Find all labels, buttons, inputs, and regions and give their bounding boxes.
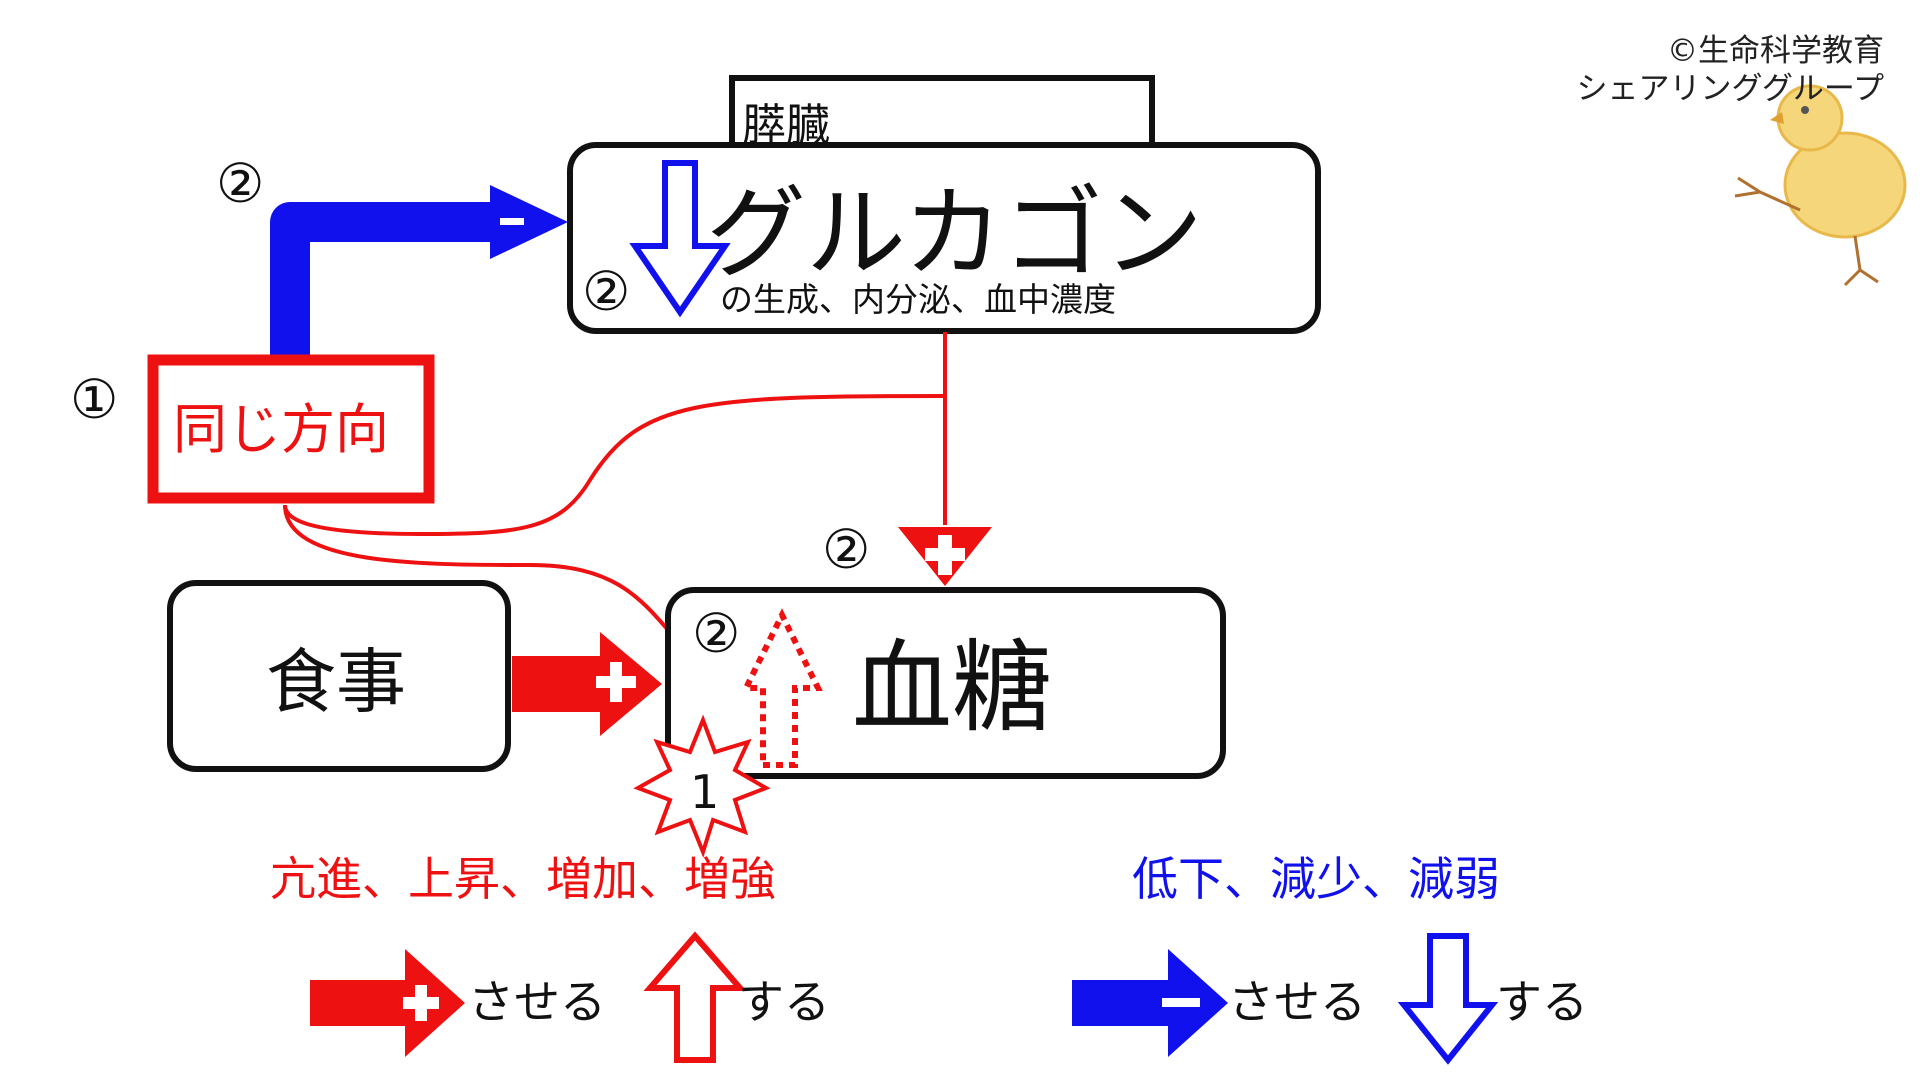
- inhibit-step-marker: ②: [216, 152, 264, 215]
- copyright-notice: ©生命科学教育 シェアリンググループ: [1576, 32, 1884, 108]
- blood-sugar-increase-arrow-icon: [741, 608, 823, 768]
- legend-red-make-label: させる: [468, 975, 606, 1029]
- legend-red-arrow-shaft: [310, 980, 420, 1026]
- same-direction-box: [147, 354, 435, 504]
- glucagon-box: [567, 142, 1321, 334]
- glucagon-caption: の生成、内分泌、血中濃度: [720, 280, 1116, 319]
- same-direction-label: 同じ方向: [173, 398, 389, 461]
- glucagon-decrease-arrow-icon: [629, 160, 731, 318]
- minus-sign-icon: [1162, 998, 1200, 1007]
- glucagon-title: グルカゴン: [706, 175, 1203, 292]
- meal-box: [167, 580, 511, 772]
- plus-sign-icon: [925, 548, 965, 561]
- blood-sugar-box: [665, 587, 1226, 779]
- decrease-words: 低下、減少、減弱: [1132, 852, 1500, 906]
- meal-label: 食事: [266, 641, 406, 723]
- feedback-step-marker: ②: [822, 518, 870, 581]
- chick-mascot-icon: [1734, 84, 1907, 287]
- copyright-line-1: ©生命科学教育: [1667, 33, 1884, 69]
- legend-blue-make-label: させる: [1228, 975, 1366, 1029]
- same-direction-step-marker: ①: [70, 368, 118, 431]
- legend-red-up-arrow-icon: [643, 931, 747, 1063]
- start-starburst-icon: [633, 714, 771, 858]
- glucagon-step-marker: ②: [582, 260, 630, 323]
- inhibit-arrow-head: [490, 185, 568, 259]
- increase-words: 亢進、上昇、増加、増強: [270, 852, 776, 906]
- meal-arrow-shaft: [512, 656, 612, 712]
- blood-sugar-step-marker: ②: [692, 602, 740, 665]
- blood-sugar-label: 血糖: [852, 629, 1052, 746]
- start-marker-number: 1: [690, 765, 719, 819]
- legend-red-do-label: する: [738, 975, 830, 1029]
- minus-sign-icon: [500, 218, 524, 225]
- legend-blue-do-label: する: [1496, 975, 1588, 1029]
- plus-sign-icon: [596, 676, 636, 688]
- inhibit-arrow-shaft: [270, 202, 505, 360]
- legend-blue-down-arrow-icon: [1397, 933, 1499, 1065]
- same-direction-link-curve: [283, 394, 946, 537]
- copyright-line-2: シェアリンググループ: [1576, 71, 1884, 107]
- plus-sign-icon: [403, 997, 439, 1009]
